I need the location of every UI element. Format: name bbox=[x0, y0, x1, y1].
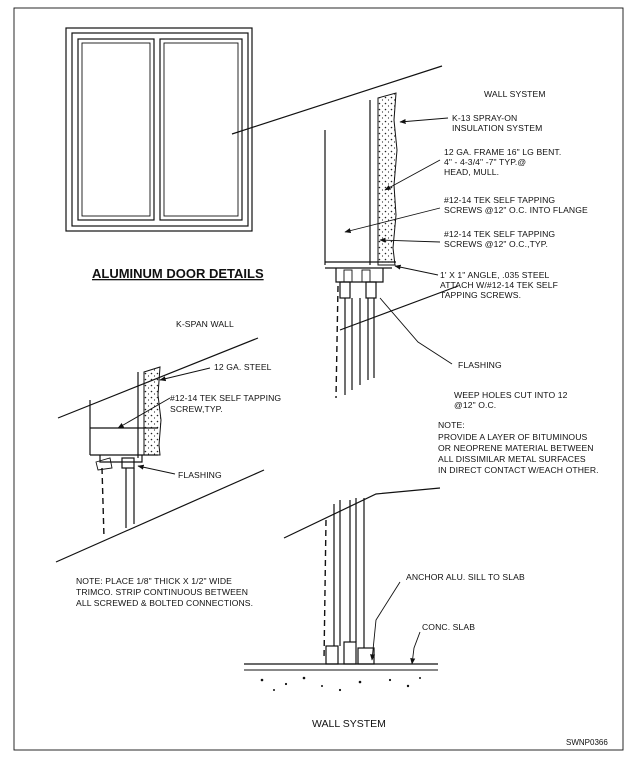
trimco-strip-note: NOTE: PLACE 1/8" THICK X 1/2" WIDE TRIMC… bbox=[76, 576, 253, 608]
kspan-steel-label: 12 GA. STEEL bbox=[214, 362, 272, 372]
kspan-flashing-label: FLASHING bbox=[178, 470, 222, 480]
svg-text:SCREW,TYP.: SCREW,TYP. bbox=[170, 404, 223, 414]
svg-text:WEEP HOLES CUT INTO 12: WEEP HOLES CUT INTO 12 bbox=[454, 390, 568, 400]
screws-typ-callout: #12-14 TEK SELF TAPPING SCREWS @12" O.C.… bbox=[444, 229, 555, 249]
svg-text:PROVIDE A LAYER OF BITUMINOUS: PROVIDE A LAYER OF BITUMINOUS bbox=[438, 432, 588, 442]
conc-slab-label: CONC. SLAB bbox=[422, 622, 475, 632]
sliding-door-elevation bbox=[65, 27, 253, 232]
svg-text:SCREWS @12" O.C. INTO FLANGE: SCREWS @12" O.C. INTO FLANGE bbox=[444, 205, 588, 215]
svg-text:#12-14 TEK SELF TAPPING: #12-14 TEK SELF TAPPING bbox=[444, 195, 555, 205]
svg-text:K-13 SPRAY-ON: K-13 SPRAY-ON bbox=[452, 113, 517, 123]
kspan-wall-section bbox=[55, 337, 265, 563]
page-border bbox=[13, 7, 624, 751]
weep-holes-callout: WEEP HOLES CUT INTO 12 @12" O.C. bbox=[454, 390, 568, 410]
svg-text:#12-14 TEK SELF TAPPING: #12-14 TEK SELF TAPPING bbox=[170, 393, 281, 403]
svg-text:NOTE: PLACE 1/8" THICK X 1/2": NOTE: PLACE 1/8" THICK X 1/2" WIDE bbox=[76, 576, 232, 586]
angle-callout: 1' X 1" ANGLE, .035 STEEL ATTACH W/#12-1… bbox=[440, 270, 558, 300]
svg-text:OR NEOPRENE MATERIAL BETWEEN: OR NEOPRENE MATERIAL BETWEEN bbox=[438, 443, 594, 453]
dissimilar-metals-note: NOTE: PROVIDE A LAYER OF BITUMINOUS OR N… bbox=[438, 420, 599, 475]
svg-text:NOTE:: NOTE: bbox=[438, 420, 465, 430]
sill-section bbox=[244, 487, 441, 692]
svg-text:TRIMCO. STRIP CONTINUOUS BETWE: TRIMCO. STRIP CONTINUOUS BETWEEN bbox=[76, 587, 248, 597]
drawing-number: SWNP0366 bbox=[566, 738, 608, 747]
svg-text:@12" O.C.: @12" O.C. bbox=[454, 400, 496, 410]
svg-text:ALL DISSIMILAR METAL SURFACES: ALL DISSIMILAR METAL SURFACES bbox=[438, 454, 586, 464]
wall-system-label: WALL SYSTEM bbox=[484, 89, 546, 99]
anchor-sill-label: ANCHOR ALU. SILL TO SLAB bbox=[406, 572, 525, 582]
svg-text:12 GA. FRAME 16" LG BENT.: 12 GA. FRAME 16" LG BENT. bbox=[444, 147, 561, 157]
kspan-screw-callout: #12-14 TEK SELF TAPPING SCREW,TYP. bbox=[170, 393, 281, 414]
svg-text:TAPPING SCREWS.: TAPPING SCREWS. bbox=[440, 290, 521, 300]
svg-text:1' X 1" ANGLE, .035 STEEL: 1' X 1" ANGLE, .035 STEEL bbox=[440, 270, 550, 280]
insulation-callout: K-13 SPRAY-ON INSULATION SYSTEM bbox=[452, 113, 542, 133]
svg-text:#12-14 TEK SELF TAPPING: #12-14 TEK SELF TAPPING bbox=[444, 229, 555, 239]
svg-text:ATTACH W/#12-14 TEK SELF: ATTACH W/#12-14 TEK SELF bbox=[440, 280, 558, 290]
svg-text:HEAD, MULL.: HEAD, MULL. bbox=[444, 167, 499, 177]
svg-text:SCREWS @12" O.C.,TYP.: SCREWS @12" O.C.,TYP. bbox=[444, 239, 548, 249]
frame-callout: 12 GA. FRAME 16" LG BENT. 4" - 4-3/4" -7… bbox=[444, 147, 561, 177]
svg-text:IN DIRECT CONTACT W/EACH OTHER: IN DIRECT CONTACT W/EACH OTHER. bbox=[438, 465, 599, 475]
svg-text:4" - 4-3/4" -7" TYP.@: 4" - 4-3/4" -7" TYP.@ bbox=[444, 157, 526, 167]
svg-text:INSULATION SYSTEM: INSULATION SYSTEM bbox=[452, 123, 542, 133]
svg-text:ALL SCREWED & BOLTED CONNECTIO: ALL SCREWED & BOLTED CONNECTIONS. bbox=[76, 598, 253, 608]
kspan-wall-title: K-SPAN WALL bbox=[176, 319, 234, 329]
upper-wall-section bbox=[231, 65, 459, 399]
screws-flange-callout: #12-14 TEK SELF TAPPING SCREWS @12" O.C.… bbox=[444, 195, 588, 215]
door-details-title: ALUMINUM DOOR DETAILS bbox=[92, 266, 264, 281]
upper-flashing-label: FLASHING bbox=[458, 360, 502, 370]
bottom-wall-system-caption: WALL SYSTEM bbox=[312, 718, 386, 730]
